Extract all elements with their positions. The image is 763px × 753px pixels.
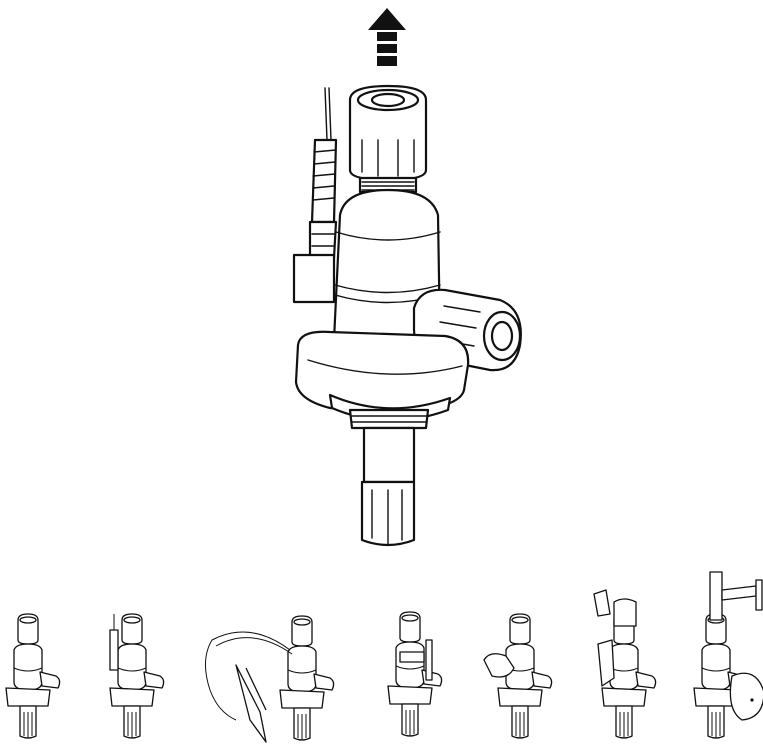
top-nut xyxy=(348,84,428,182)
variant-with-antenna xyxy=(387,611,443,737)
variant-with-plug xyxy=(483,613,553,739)
up-arrow-icon xyxy=(368,8,406,66)
variant-with-sensor-wire xyxy=(109,613,165,739)
variant-basic xyxy=(5,613,61,739)
base-flange xyxy=(294,330,470,430)
left-boss xyxy=(292,253,336,304)
sensor-wire xyxy=(308,87,338,260)
variant-with-handle xyxy=(593,589,657,739)
variant-with-float-pipe xyxy=(693,571,763,739)
valve-assembly-main xyxy=(292,84,522,547)
variant-with-clip-cable xyxy=(205,615,335,743)
bottom-stem xyxy=(360,426,416,547)
